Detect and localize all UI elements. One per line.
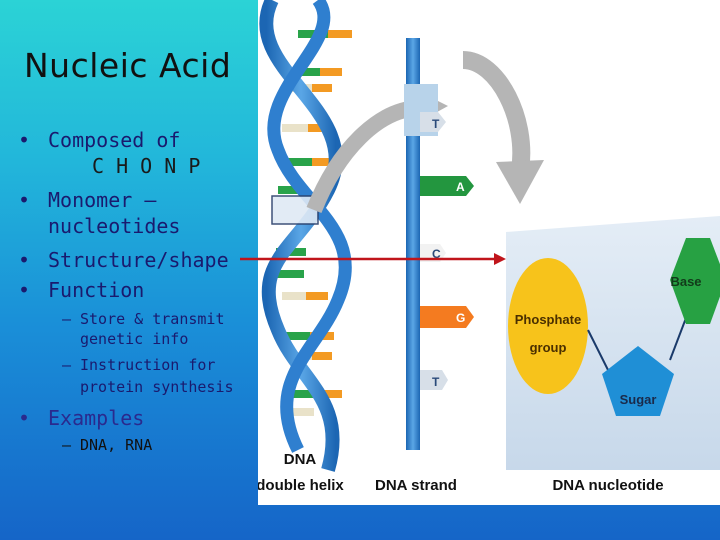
helix-backbone [267,0,352,453]
label-double-helix: double helix [258,477,344,494]
arrow-strand-to-nucleotide [461,51,531,172]
base-label: Base [670,274,701,289]
sugar [602,346,674,416]
label-dna-strand: DNA strand [375,477,457,494]
sub-bullet-dash: – [62,310,72,328]
phosphate-label: group [530,340,567,355]
sub-bullet-dash: – [62,356,72,374]
bullet-text: Composed of [48,128,181,152]
bullet-dot: • [18,406,31,430]
base-hexagon [670,238,720,324]
sugar-label: Sugar [620,392,657,407]
base-letter: T [432,375,440,389]
bullet-dot: • [18,128,31,152]
base-letter: T [432,117,440,131]
pointer-arrowhead [494,253,506,265]
bullet-dot: • [18,248,31,272]
strand-bases [420,112,474,390]
label-dna-nucleotide: DNA nucleotide [552,477,663,494]
bullet-text: Function [48,278,145,302]
dna-figure-svg: T A C G T Phosphate group Sugar Base DNA… [256,0,720,494]
arrow-head [496,160,544,204]
base-letter: A [456,180,465,194]
helix-highlight-box [271,195,319,225]
dna-figure: T A C G T Phosphate group Sugar Base DNA… [256,0,720,505]
base-letter: C [432,247,441,261]
sub-bullet-dash: – [62,436,72,454]
sub-bullet-text: Store & transmit [80,310,225,328]
bullet-text: nucleotides [48,214,181,238]
bullet-text: Structure/shape [48,248,229,272]
slide-title: Nucleic Acid [24,46,232,85]
bond-line [669,317,687,361]
bullet-dot: • [18,188,31,212]
sub-bullet-text: protein synthesis [80,378,234,396]
bullet-text: C H O N P [92,154,201,178]
sub-bullet-text: Instruction for [80,356,216,374]
sub-bullet-text: DNA, RNA [80,436,153,454]
phosphate-group [508,258,588,394]
phosphate-label: Phosphate [515,312,581,327]
base-letter: G [456,311,465,325]
bullet-text: Examples [48,406,145,430]
sub-bullet-text: genetic info [80,330,189,348]
bullet-text: Monomer – [48,188,157,212]
bullet-dot: • [18,278,31,302]
dna-strand [406,38,420,450]
label-dna: DNA [284,451,317,468]
